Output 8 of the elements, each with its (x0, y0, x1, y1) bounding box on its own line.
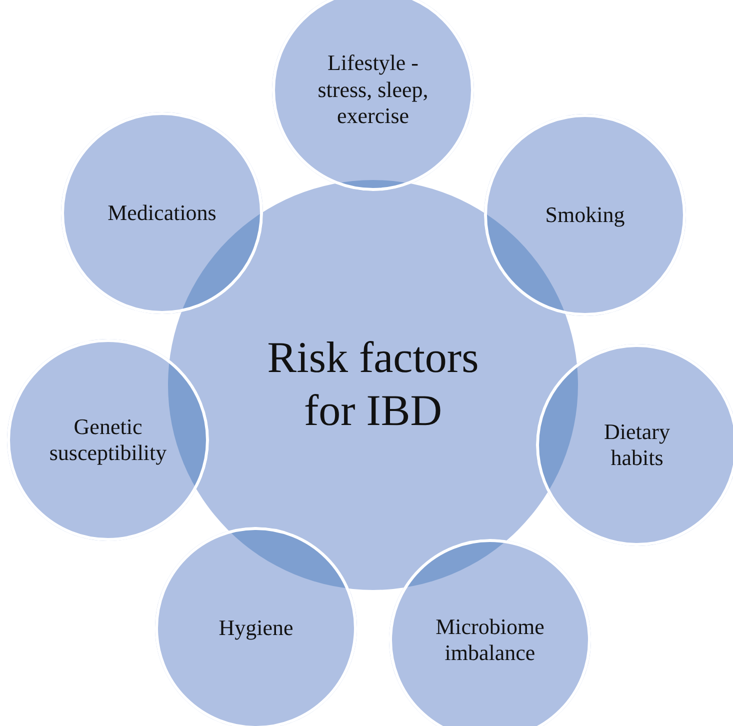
title-label: Risk factors for IBD (266, 332, 480, 437)
factor-label: Microbiome imbalance (434, 614, 546, 666)
factor-label: Dietary habits (603, 418, 671, 472)
factor-label: Smoking (545, 202, 625, 228)
factor-label: Medications (108, 200, 216, 226)
factor-label: Genetic susceptibility (48, 414, 168, 466)
factor-label: Lifestyle - stress, sleep, exercise (316, 50, 430, 130)
factor-label: Hygiene (218, 614, 294, 642)
